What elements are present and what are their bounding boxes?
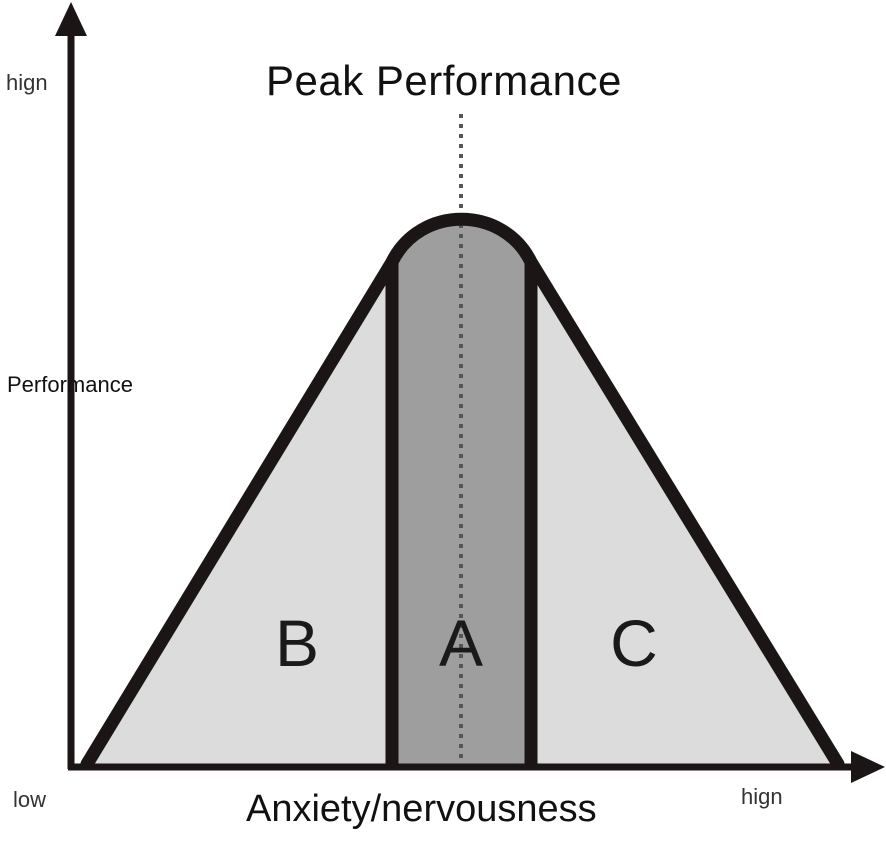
performance-curve [80,212,845,771]
region-a-fill [392,219,531,764]
diagram-title: Peak Performance [266,57,622,104]
x-axis-arrow [851,751,885,783]
x-axis-high-label: hign [741,784,783,809]
y-axis-label: Performance [7,372,133,397]
x-axis-label: Anxiety/nervousness [246,788,597,830]
region-c-label: C [610,606,658,680]
y-axis-arrow [55,2,87,36]
region-b-label: B [275,606,319,680]
region-a-label: A [439,606,483,680]
x-axis-low-label: low [13,787,47,812]
y-axis-high-label: hign [6,70,48,95]
